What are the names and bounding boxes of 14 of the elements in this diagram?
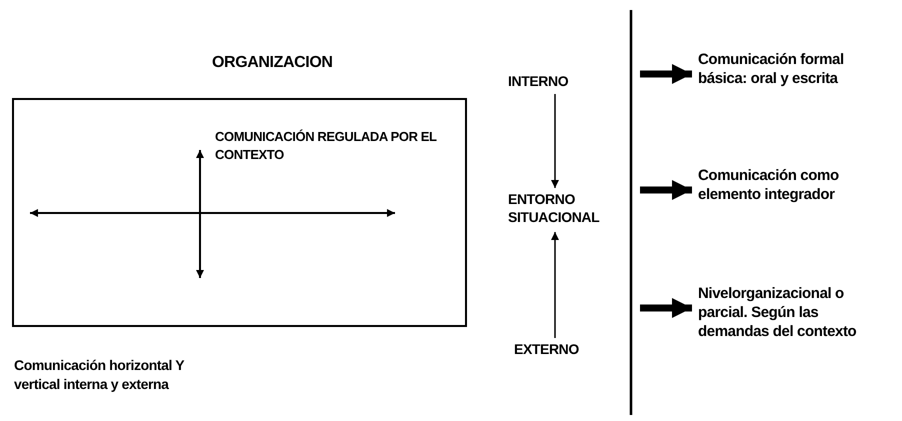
source-label: EXTERNO: [514, 340, 580, 358]
arrow: [640, 298, 692, 318]
arrow: [551, 232, 559, 338]
outcome-text: Comunicación como elemento integrador: [698, 166, 840, 204]
source-label: INTERNO: [508, 72, 570, 90]
inner-label: COMUNICACIÓN REGULADA POR EL CONTEXTO: [215, 128, 438, 164]
arrow: [640, 64, 692, 84]
arrow: [640, 180, 692, 200]
context-label: ENTORNO SITUACIONAL: [508, 190, 600, 226]
outcome-text: Nivelorganizacional o parcial. Según las demandas del contexto: [698, 284, 858, 341]
arrow: [551, 94, 559, 188]
node-label: Comunicación horizontal Y vertical interna y externa: [14, 356, 186, 394]
outcome-text: Comunicación formal básica: oral y escrita: [698, 50, 845, 88]
heading: ORGANIZACION: [212, 54, 333, 72]
